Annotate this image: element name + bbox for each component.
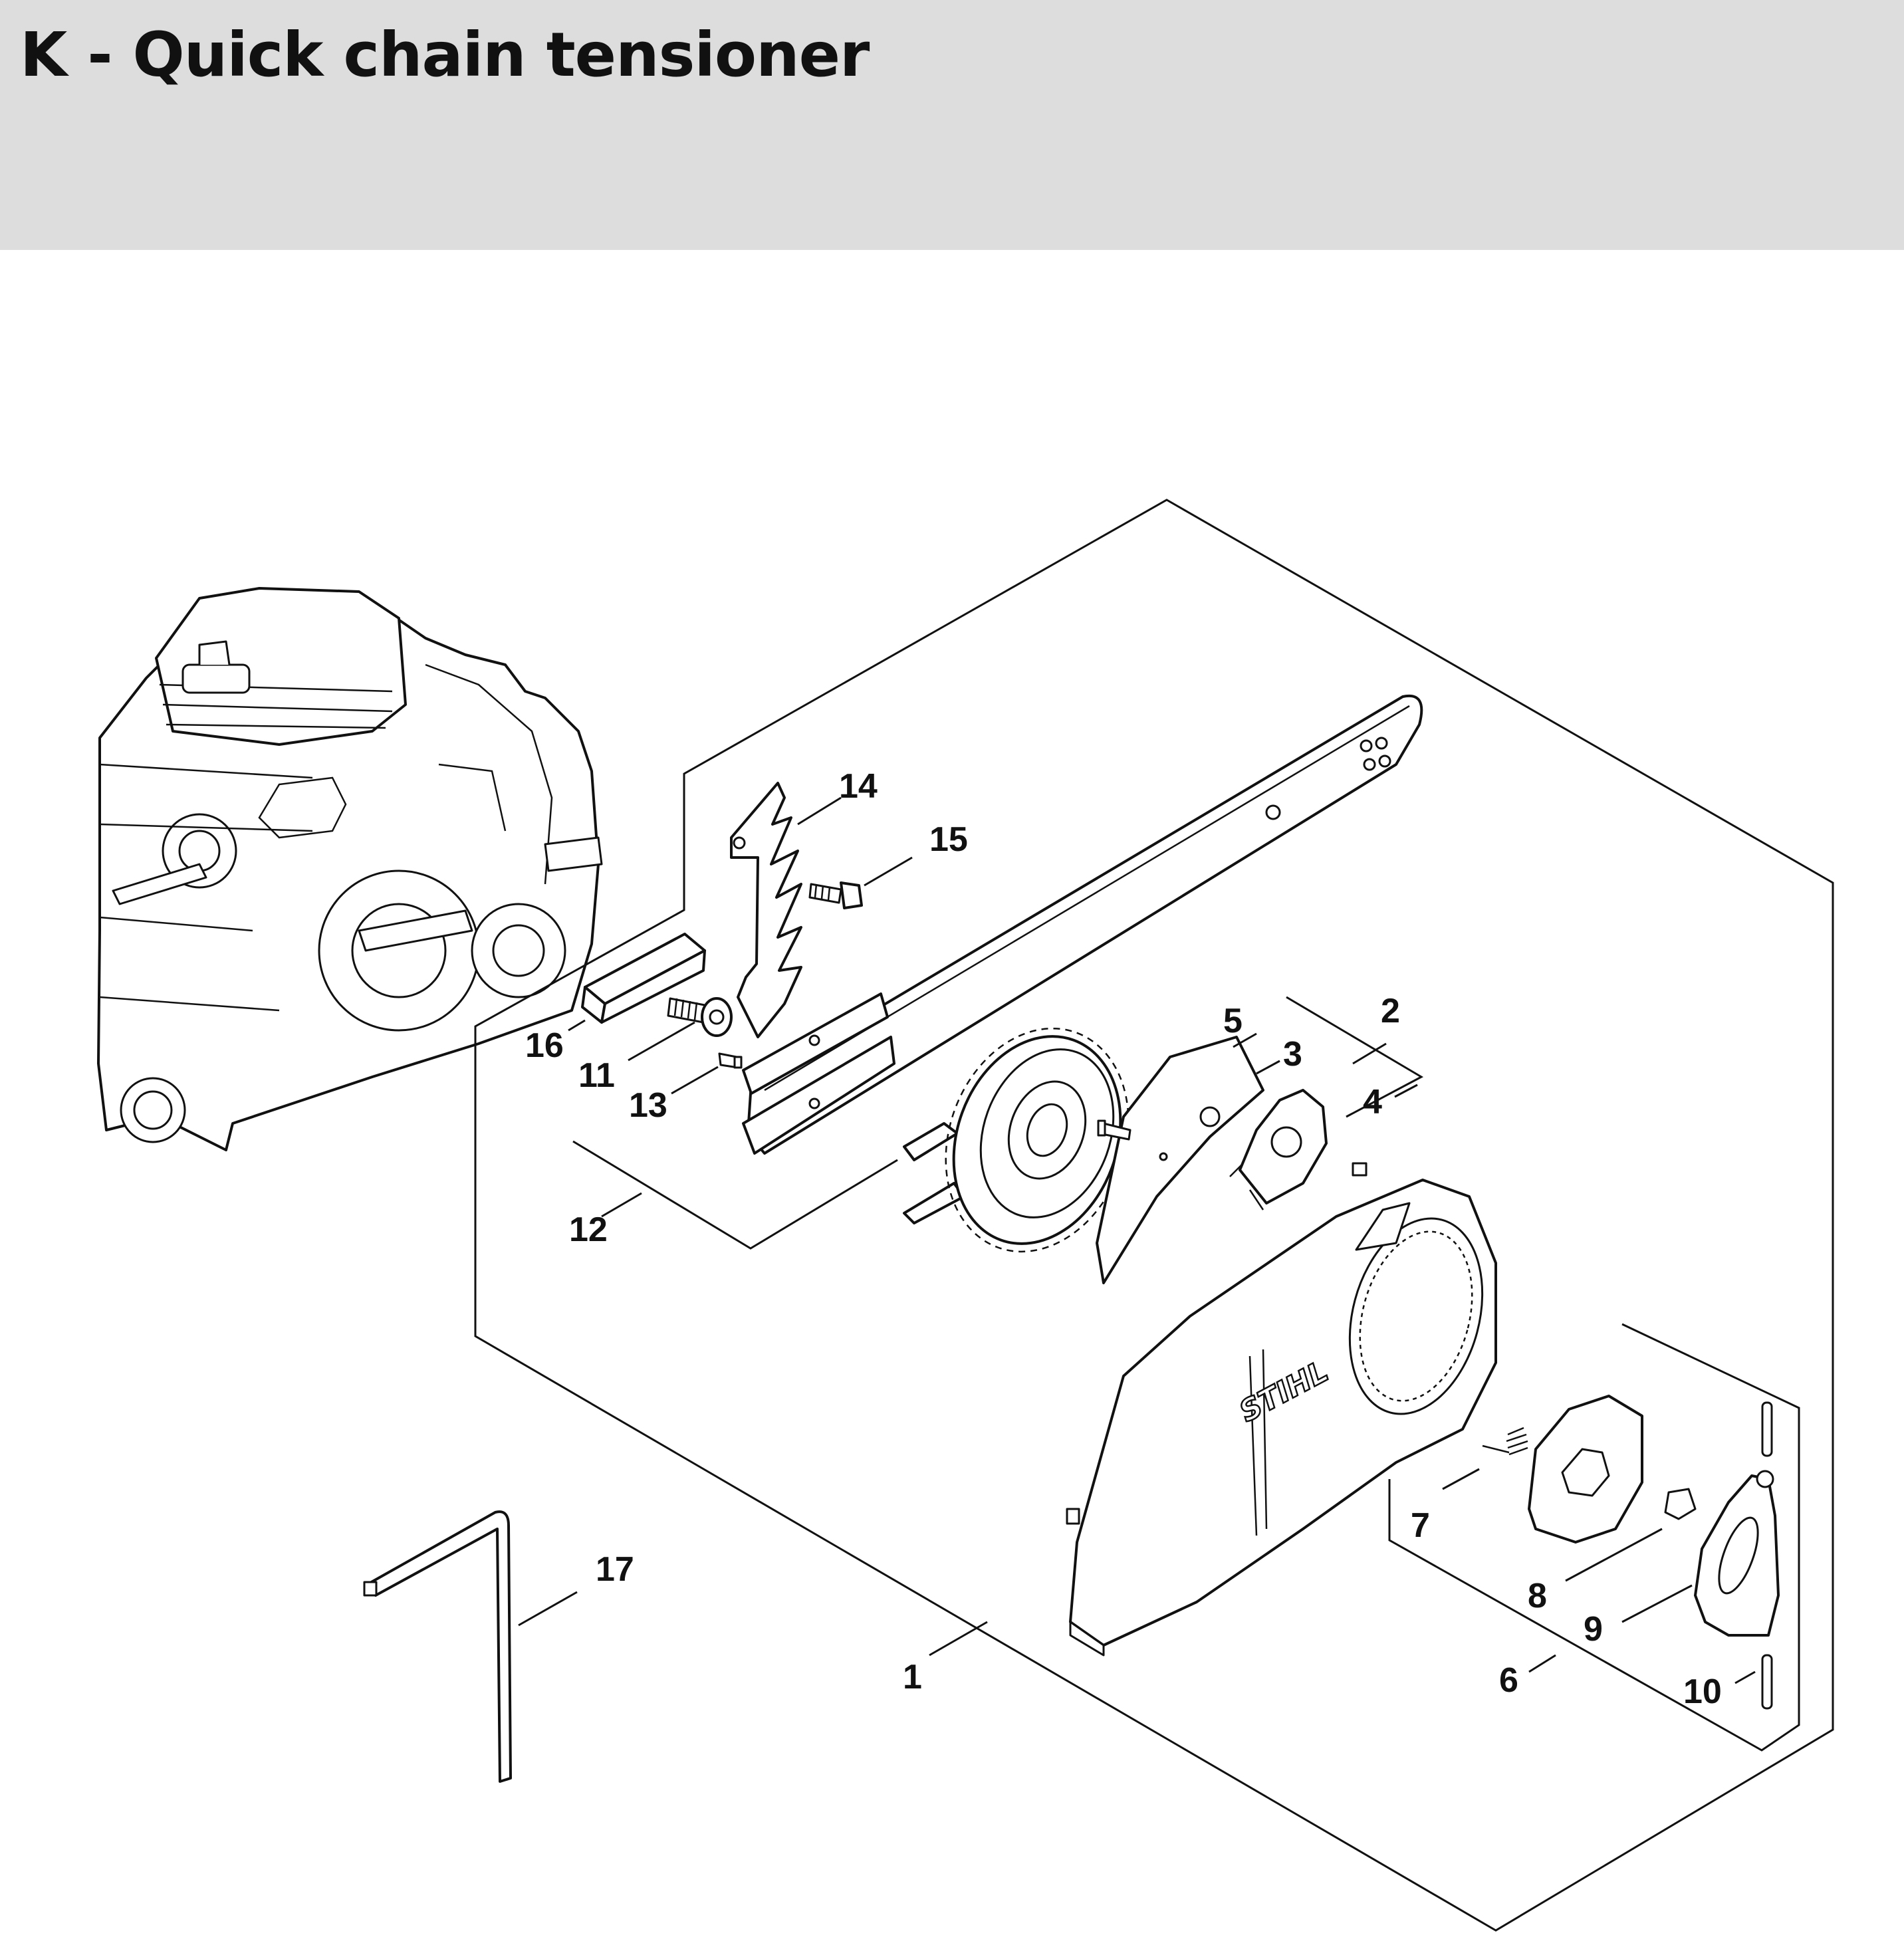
part-17-drawing [363,1510,512,1783]
callout-labels: 1 2 3 4 5 6 7 8 9 10 11 12 13 14 15 16 1… [525,767,1722,1711]
tensioning-wheel-drawing [903,1027,1130,1253]
header-bar: K - Quick chain tensioner [0,0,1904,250]
callout-2: 2 [1381,992,1400,1030]
subgroup-outline-6 [1388,1323,1800,1752]
part-4-drawing [1229,1089,1328,1210]
callout-6: 6 [1499,1661,1518,1700]
callout-4: 4 [1363,1083,1382,1121]
page-title: K - Quick chain tensioner [20,19,870,90]
callout-13: 13 [629,1086,667,1125]
guide-bar-drawing [742,694,1423,1155]
callout-7: 7 [1411,1506,1430,1545]
assembly-group-outline [474,499,1834,1932]
callout-5: 5 [1223,1002,1243,1040]
callout-10: 10 [1683,1672,1722,1711]
part-11-drawing [667,997,733,1037]
callout-1: 1 [903,1658,922,1696]
part-15-drawing [808,881,863,909]
callout-11: 11 [578,1056,615,1095]
part-7-drawing [1482,1427,1528,1456]
part-16-drawing [581,933,706,1024]
part-6-drawing [1528,1395,1780,1710]
callout-12: 12 [569,1210,608,1249]
leader-lines [518,796,1756,1684]
callout-8: 8 [1528,1577,1547,1615]
part-13-drawing [718,1052,743,1069]
engine-housing-drawing [97,587,603,1151]
callout-16: 16 [525,1026,564,1065]
subgroup-outline-2-5 [1286,996,1424,1118]
part-5-drawing [1097,1119,1131,1141]
callout-17: 17 [596,1550,634,1589]
callout-9: 9 [1584,1610,1603,1649]
callout-14: 14 [839,767,878,806]
sprocket-cover-drawing: STIHL [1066,1162,1497,1657]
callout-3: 3 [1283,1035,1302,1074]
callout-15: 15 [929,820,968,859]
part-14-drawing [730,782,802,1038]
part-3-drawing [1096,1036,1264,1284]
subgroup-outline-12 [572,1140,898,1250]
